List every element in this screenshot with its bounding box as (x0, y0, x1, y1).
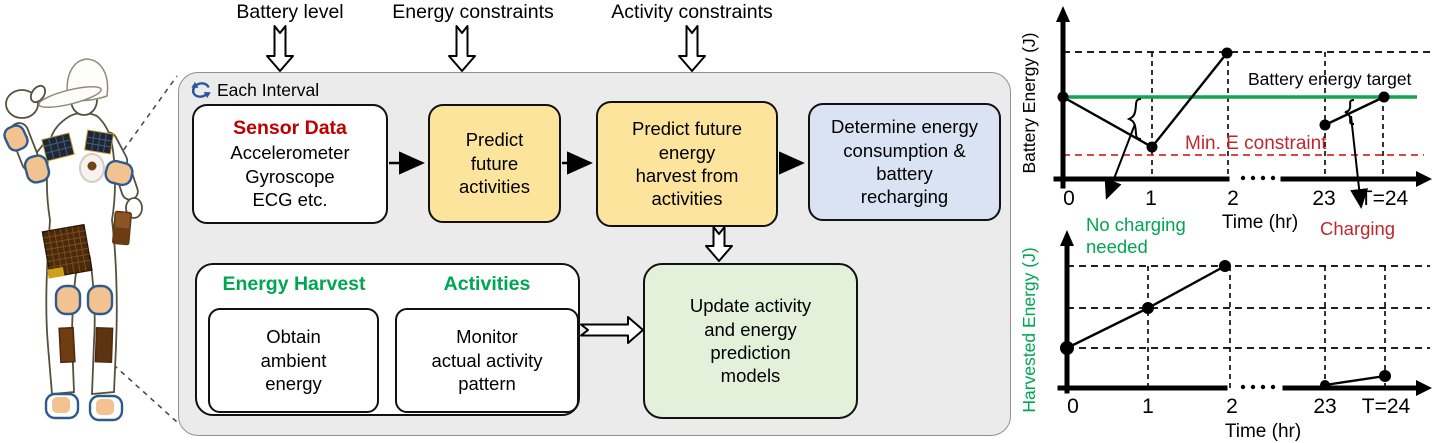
each-interval-title: Each Interval (217, 80, 320, 100)
charging-arrow (1350, 115, 1369, 209)
harvest-x-ticks: 0 1 2 23 T=24 (1067, 395, 1410, 418)
svg-text:2: 2 (1227, 187, 1239, 210)
arm-sensor-patch (104, 159, 134, 187)
battery-energy-chart: Battery energy target Min. E constraint … (1020, 6, 1432, 257)
battery-axis-break-dots (1240, 175, 1276, 181)
harvest-trace-seg2 (1324, 374, 1386, 387)
predict-harvest-box: Predict future energy harvest from activ… (596, 101, 778, 227)
label-activity-constraints: Activity constraints (611, 1, 773, 23)
dashed-connector-top (111, 75, 178, 167)
obtain-energy-box: Obtain ambient energy (208, 308, 379, 413)
charts-panel: Battery energy target Min. E constraint … (1020, 6, 1432, 442)
thigh-sensor-strip (112, 210, 132, 246)
label-energy-constraints: Energy constraints (392, 1, 554, 23)
label-battery-level: Battery level (236, 1, 344, 23)
wrist-sensor-patch (3, 124, 29, 152)
svg-text:T=24: T=24 (1362, 395, 1411, 418)
cap-brim (38, 85, 102, 109)
battery-trace-points (1057, 47, 1390, 153)
solar-panel-left (41, 132, 75, 162)
knee-sensor-right (86, 284, 114, 316)
solar-panel-right (84, 129, 114, 155)
min-constraint-label: Min. E constraint (1185, 133, 1327, 154)
charging-brace (1344, 99, 1355, 125)
battery-trace-seg2 (1324, 95, 1385, 127)
ecg-chest-sensor (79, 153, 105, 183)
harvest-x-axis-label: Time (hr) (1225, 421, 1301, 442)
svg-text:1: 1 (1145, 187, 1157, 210)
each-interval-container: Each Interval Sensor Data Accelerometer … (178, 72, 1011, 436)
elbow-sensor-patch (23, 154, 51, 184)
monitor-activity-box: Monitor actual activity pattern (395, 308, 579, 413)
harvest-trace-points (1060, 260, 1391, 390)
activity-constraints-arrow (678, 25, 706, 72)
update-models-box: Update activity and energy prediction mo… (643, 263, 858, 419)
activities-title: Activities (443, 273, 531, 295)
knee-sensor-left (54, 284, 82, 316)
foot-sensor-right (88, 394, 124, 422)
harvest-y-axis-arrow (1060, 230, 1074, 246)
svg-text:0: 0 (1067, 395, 1079, 418)
harvest-axis-break-dots (1240, 384, 1276, 390)
determine-energy-box: Determine energy consumption & battery r… (808, 103, 1001, 221)
loop-cycle-icon (191, 81, 211, 99)
svg-text:1: 1 (1142, 395, 1154, 418)
no-charging-brace (1126, 98, 1142, 140)
no-charging-label-line1: No charging (1086, 214, 1186, 235)
battery-y-axis-label: Battery Energy (J) (1020, 32, 1039, 173)
battery-x-axis-label: Time (hr) (1222, 212, 1298, 233)
svg-text:23: 23 (1312, 187, 1335, 210)
battery-y-axis-arrow (1056, 6, 1070, 22)
no-charging-arrow (1104, 123, 1136, 200)
harvest-x-axis-arrow (1416, 380, 1432, 396)
monitor-container: Energy Harvest Activities Obtain ambient… (195, 263, 580, 416)
sensor-data-title: Sensor Data (233, 117, 347, 140)
battery-target-label: Battery energy target (1248, 69, 1412, 89)
energy-harvest-title: Energy Harvest (222, 273, 366, 295)
battery-x-axis-arrow (1416, 171, 1432, 187)
energy-constraints-arrow (448, 25, 476, 72)
sensor-data-body: Accelerometer Gyroscope ECG etc. (230, 142, 350, 211)
battery-level-arrow (266, 25, 294, 72)
svg-text:2: 2 (1226, 395, 1238, 418)
harvested-energy-chart: Harvested Energy (J) 0 1 2 23 T=24 Time … (1020, 230, 1432, 442)
harvest-y-axis-label: Harvested Energy (J) (1020, 247, 1039, 412)
predict-activities-box: Predict future activities (428, 104, 561, 223)
svg-text:23: 23 (1313, 395, 1336, 418)
svg-text:T=24: T=24 (1360, 187, 1409, 210)
thigh-harvester-panel (41, 223, 93, 279)
shin-strip-right (94, 326, 114, 364)
shin-strip-left (58, 326, 76, 364)
charging-label: Charging (1320, 218, 1395, 239)
wearable-body-figure (3, 58, 178, 423)
no-charging-label-line2: needed (1086, 236, 1148, 257)
svg-text:0: 0 (1063, 187, 1075, 210)
sensor-data-box: Sensor Data Accelerometer Gyroscope ECG … (192, 104, 388, 224)
foot-sensor-left (44, 392, 80, 420)
battery-x-ticks: 0 1 2 23 T=24 (1063, 187, 1408, 210)
